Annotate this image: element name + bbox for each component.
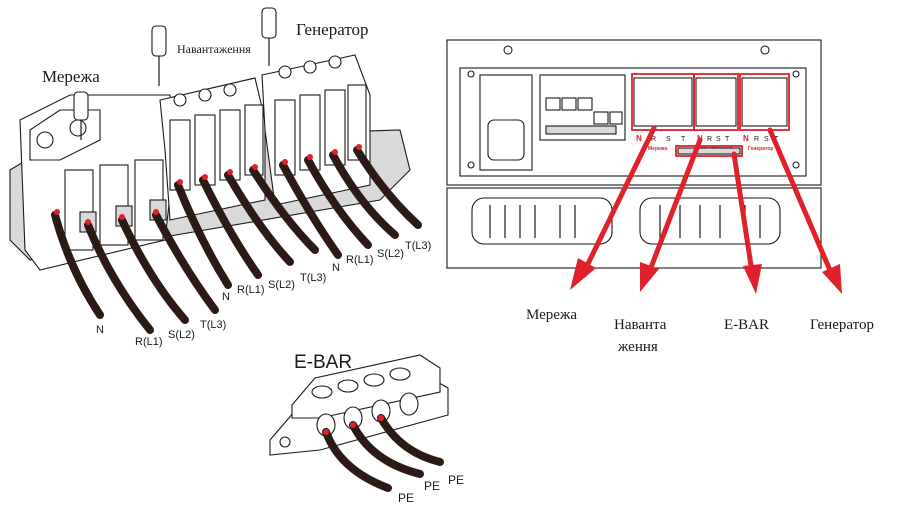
generator-cables — [279, 146, 422, 259]
load-cable-label-s: S(L2) — [268, 279, 295, 291]
pe-cable-1 — [322, 428, 392, 492]
inv-load-terminals — [695, 77, 737, 127]
label-generator: Генератор — [296, 20, 369, 39]
inv-gen-port-s: S — [764, 136, 769, 143]
screwdriver-grid — [73, 91, 89, 140]
inv-gen-small-label: Генератор — [748, 146, 774, 152]
inv-load-highlight — [693, 73, 739, 131]
inv-ebar-highlight — [675, 145, 743, 157]
gen-cable-label-s: S(L2) — [377, 248, 404, 260]
grid-cable-label-s: S(L2) — [168, 329, 195, 341]
inv-gen-port-r: R — [754, 136, 759, 143]
terminal-indicators — [54, 144, 362, 225]
inv-grid-port-s: S — [666, 136, 671, 143]
screwdriver-generator — [261, 7, 277, 66]
ebar-title: E-BAR — [294, 352, 352, 373]
pe-cable-3 — [377, 414, 444, 466]
grid-cables — [51, 211, 219, 334]
terminal-block-assembly — [9, 7, 422, 334]
callout-load-line1: Наванта — [614, 317, 667, 333]
gen-cable-label-t: T(L3) — [405, 240, 431, 252]
inv-gen-port-n: N — [743, 134, 749, 143]
inv-load-port-t: T — [725, 136, 730, 143]
callout-load-line2: ження — [617, 339, 658, 355]
inv-gen-highlight — [739, 73, 790, 131]
load-terminal-group — [159, 77, 266, 221]
inv-grid-port-t: T — [681, 136, 686, 143]
inverter-unit: N R S T N R S T N R S T Мережа Навантаже… — [446, 39, 822, 269]
inv-grid-small-label: Мережа — [648, 146, 667, 152]
ebar-assembly — [269, 354, 449, 492]
label-load: Навантаження — [177, 42, 251, 56]
arrow-grid — [582, 125, 657, 273]
inv-grid-port-r: R — [651, 136, 656, 143]
pe-label-2: PE — [424, 479, 440, 493]
screwdriver-load — [151, 25, 167, 86]
grid-cable-label-r: R(L1) — [135, 336, 163, 348]
callout-ebar: E-BAR — [724, 317, 769, 333]
callout-grid: Мережа — [526, 307, 577, 323]
grid-cable-label-t: T(L3) — [200, 319, 226, 331]
grid-cable-label-n: N — [96, 324, 104, 336]
load-cable-label-t: T(L3) — [300, 272, 326, 284]
callout-generator: Генератор — [810, 317, 874, 333]
arrow-load — [647, 137, 703, 273]
inv-gen-terminals — [741, 77, 788, 127]
label-grid: Мережа — [42, 67, 100, 86]
inv-grid-terminals — [633, 77, 693, 127]
arrow-generator — [767, 127, 835, 278]
arrow-ebar — [731, 151, 755, 275]
pe-cable-2 — [349, 421, 424, 478]
inv-load-port-s: S — [716, 136, 721, 143]
gen-cable-label-r: R(L1) — [346, 254, 374, 266]
gen-cable-label-n: N — [332, 262, 340, 274]
inv-load-port-r: R — [707, 136, 712, 143]
load-cable-label-r: R(L1) — [237, 284, 265, 296]
inv-grid-port-n: N — [636, 134, 642, 143]
load-cables — [174, 166, 319, 289]
ebar-bolt — [279, 436, 291, 448]
pe-label-3: PE — [448, 473, 464, 487]
load-cable-label-n: N — [222, 291, 230, 303]
callout-arrows — [570, 125, 842, 294]
pe-label-1: PE — [398, 491, 414, 505]
